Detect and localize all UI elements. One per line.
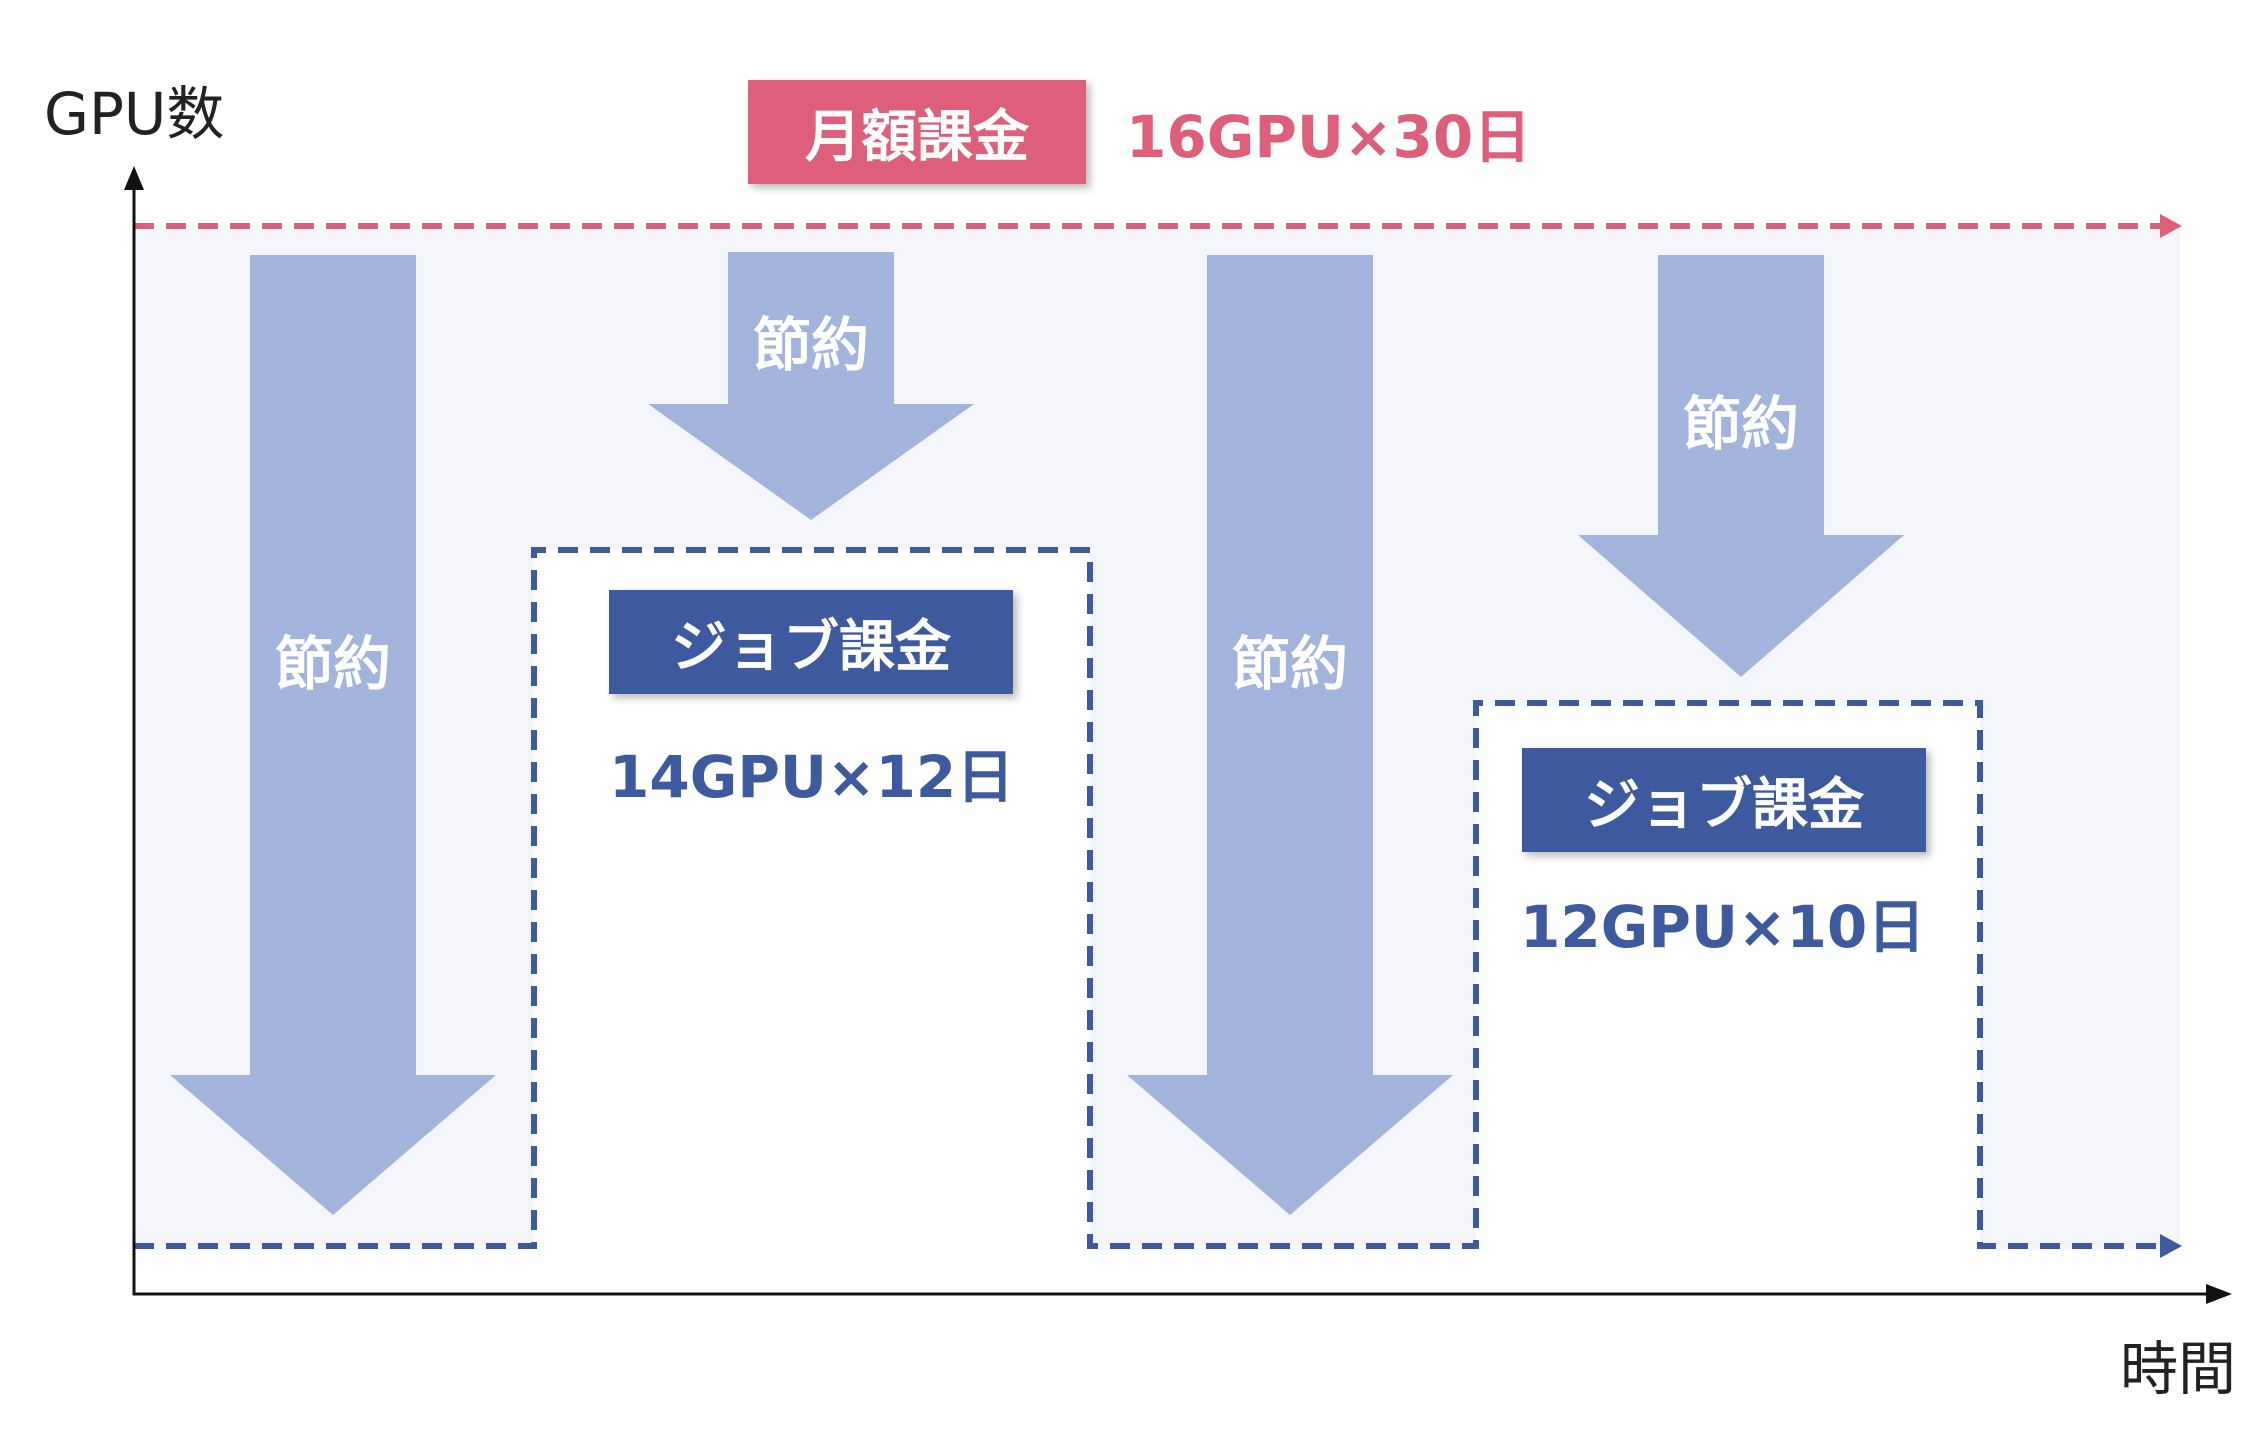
saving-arrow-3-label: 節約: [1231, 630, 1348, 698]
job-billing-2-tag: ジョブ課金: [1522, 748, 1926, 852]
saving-arrow-4: 節約: [1578, 255, 1904, 677]
y-axis-label: GPU数: [44, 80, 225, 148]
saving-arrow-1: 節約: [170, 255, 496, 1215]
saving-arrow-1-label: 節約: [274, 630, 391, 698]
monthly-billing-value: 16GPU×30日: [1126, 103, 1532, 171]
saving-arrow-4-label: 節約: [1682, 390, 1799, 458]
saving-arrow-2: 節約: [648, 252, 974, 520]
y-axis-arrowhead: [124, 166, 144, 190]
saving-arrow-2-label: 節約: [752, 311, 869, 379]
job-line-arrowhead: [2160, 1234, 2182, 1258]
saving-arrow-3: 節約: [1127, 255, 1453, 1215]
monthly-billing-tag: 月額課金: [748, 80, 1086, 184]
job-billing-line: [134, 547, 2164, 1249]
job-billing-2-value: 12GPU×10日: [1520, 893, 1926, 961]
monthly-line-arrowhead: [2160, 214, 2182, 238]
x-axis-label: 時間: [2120, 1335, 2237, 1403]
x-axis-arrowhead: [2206, 1284, 2232, 1304]
job-billing-1-value: 14GPU×12日: [609, 743, 1015, 811]
job-billing-1-tag: ジョブ課金: [609, 590, 1013, 694]
